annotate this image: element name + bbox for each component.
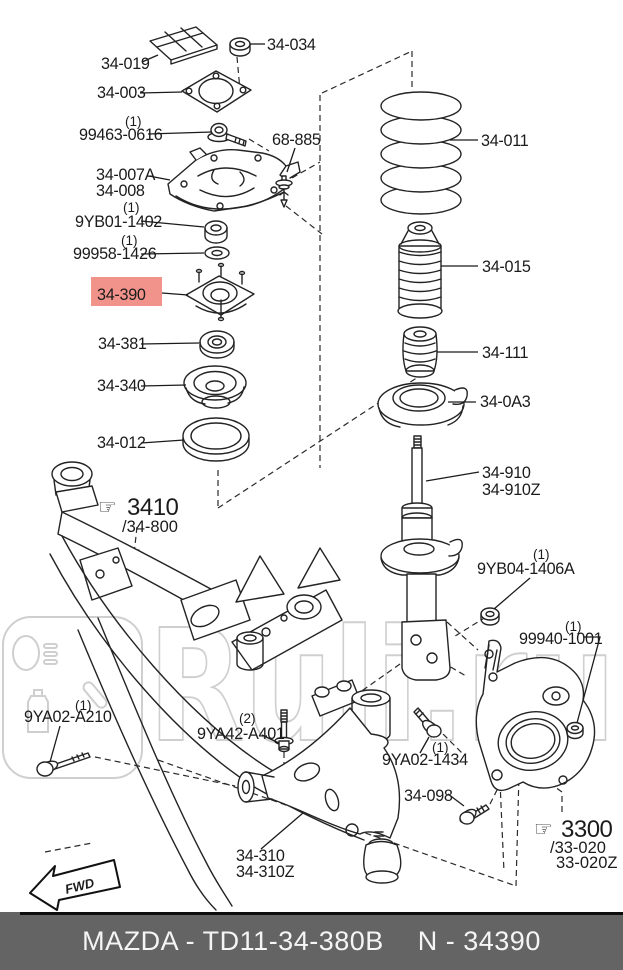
bolt-9ya02-a210 bbox=[36, 752, 91, 777]
label-34-390-highlighted[interactable]: 34-390 bbox=[97, 286, 146, 304]
qty-9ya02-1434: (1) bbox=[432, 740, 449, 755]
leader-lines bbox=[49, 43, 601, 850]
bolt-9ya42-a401 bbox=[274, 709, 294, 753]
part-dust-boot-34-015 bbox=[397, 221, 443, 319]
part-spring-seat-34-0a3 bbox=[377, 382, 468, 428]
label-9yb04-1406a: 9YB04-1406A bbox=[477, 560, 575, 578]
label-34-310z: 34-310Z bbox=[236, 863, 295, 881]
clip-68-885 bbox=[275, 175, 293, 208]
label-ref-3300: 3300 bbox=[561, 816, 613, 843]
footer-top-strip bbox=[20, 912, 623, 915]
part-shock-absorber-34-910 bbox=[380, 435, 463, 681]
label-ref-34-800: /34-800 bbox=[122, 518, 178, 536]
label-34-034: 34-034 bbox=[267, 36, 316, 54]
part-steering-knuckle-3300 bbox=[475, 639, 596, 792]
label-34-007a: 34-007A bbox=[96, 166, 156, 184]
label-99940-1001: 99940-1001 bbox=[519, 630, 603, 648]
label-99958-1426: 99958-1426 bbox=[73, 245, 157, 263]
footer-figure-number: N - 34390 bbox=[417, 925, 541, 956]
bolt-9ya02-1434 bbox=[413, 707, 442, 738]
hand-icon-3300: ☞ bbox=[534, 817, 553, 841]
label-9ya02-1434: 9YA02-1434 bbox=[382, 751, 468, 769]
label-34-111: 34-111 bbox=[482, 344, 528, 362]
label-34-310: 34-310 bbox=[236, 847, 285, 865]
label-34-012: 34-012 bbox=[97, 434, 146, 452]
part-bump-stopper-34-111 bbox=[402, 326, 438, 378]
label-34-098: 34-098 bbox=[404, 787, 453, 805]
label-9yb01-1402: 9YB01-1402 bbox=[75, 213, 162, 231]
nut-99940-1001 bbox=[566, 721, 584, 740]
part-coil-spring-34-011 bbox=[380, 91, 462, 215]
label-34-0a3: 34-0A3 bbox=[480, 393, 531, 411]
label-34-910z: 34-910Z bbox=[482, 481, 541, 499]
bolt-99463-0616 bbox=[207, 122, 247, 147]
part-bearing-34-381 bbox=[199, 330, 235, 359]
label-9ya02-a210: 9YA02-A210 bbox=[24, 708, 112, 726]
label-34-381: 34-381 bbox=[98, 335, 147, 353]
footer-bar: MAZDA - TD11-34-380B N - 34390 bbox=[0, 912, 623, 970]
part-mount-bracket-34-007a bbox=[167, 147, 301, 212]
fwd-arrow-label: FWD bbox=[63, 875, 96, 897]
qty-99463-0616: (1) bbox=[125, 114, 142, 129]
part-control-arm-34-310 bbox=[237, 689, 402, 884]
label-99463-0616: 99463-0616 bbox=[79, 126, 163, 144]
part-labels: 34-034 34-019 34-003 (1) 99463-0616 68-8… bbox=[24, 36, 617, 881]
nut-9yb04-1406a bbox=[480, 607, 500, 626]
qty-9ya02-a210: (1) bbox=[75, 698, 92, 713]
label-34-011: 34-011 bbox=[481, 132, 529, 150]
label-34-015: 34-015 bbox=[482, 258, 531, 276]
qty-9yb01-1402: (1) bbox=[123, 200, 140, 215]
assembly-dashed-lines bbox=[44, 50, 563, 887]
part-pad-34-019 bbox=[149, 26, 218, 65]
label-34-019: 34-019 bbox=[101, 55, 150, 73]
label-ref-3410: 3410 bbox=[127, 494, 179, 521]
parts-diagram: Ruli.ru bbox=[2, 26, 617, 911]
footer-catalog-code: MAZDA - TD11-34-380B bbox=[82, 925, 384, 956]
qty-99940-1001: (1) bbox=[565, 619, 582, 634]
bolt-34-098 bbox=[459, 804, 490, 825]
washer-99958-1426 bbox=[204, 246, 230, 260]
part-dust-cover-34-012 bbox=[182, 417, 250, 462]
label-34-340: 34-340 bbox=[97, 377, 146, 395]
label-ref-33-020: /33-020 bbox=[550, 839, 606, 857]
label-34-910: 34-910 bbox=[482, 464, 531, 482]
part-gasket-34-003 bbox=[181, 70, 252, 113]
fwd-direction-arrow: FWD bbox=[29, 859, 121, 911]
qty-9ya42-a401: (2) bbox=[239, 711, 256, 726]
qty-9yb04-1406a: (1) bbox=[533, 547, 550, 562]
nut-34-034 bbox=[229, 37, 251, 57]
nut-9yb01-1402 bbox=[204, 220, 228, 244]
label-ref-33-020z: 33-020Z bbox=[556, 854, 617, 872]
part-rubber-seat-34-340 bbox=[183, 365, 247, 409]
label-34-008: 34-008 bbox=[96, 182, 145, 200]
label-9ya42-a401: 9YA42-A401 bbox=[197, 725, 285, 743]
label-34-003: 34-003 bbox=[97, 84, 146, 102]
qty-99958-1426: (1) bbox=[121, 233, 138, 248]
label-68-885: 68-885 bbox=[272, 131, 321, 149]
hand-icon-3410: ☞ bbox=[98, 495, 117, 519]
highlighted-part-label-bg[interactable] bbox=[91, 277, 162, 306]
part-strut-mount-34-390 bbox=[185, 262, 255, 322]
